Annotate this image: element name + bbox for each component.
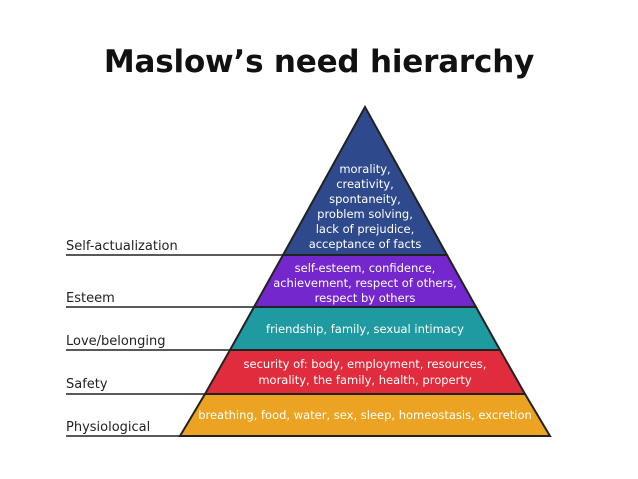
self-actualization-text-5: lack of prejudice, (316, 222, 415, 236)
physiological-text-1: breathing, food, water, sex, sleep, home… (198, 408, 532, 422)
slide-title: Maslow’s need hierarchy (103, 44, 535, 80)
safety-text-2: morality, the family, health, property (258, 373, 472, 387)
label-esteem: Esteem (66, 291, 115, 306)
label-physiological: Physiological (66, 420, 150, 435)
love-belonging-text-1: friendship, family, sexual intimacy (266, 322, 464, 336)
esteem-text-2: achievement, respect of others, (273, 276, 457, 290)
label-love-belonging: Love/belonging (66, 334, 165, 349)
self-actualization-text-1: morality, (339, 162, 390, 176)
self-actualization-text-3: spontaneity, (329, 192, 401, 206)
tier-physiological (178, 393, 552, 437)
safety-text-1: security of: body, employment, resources… (244, 357, 487, 371)
label-safety: Safety (66, 377, 108, 392)
label-self-actualization: Self-actualization (66, 239, 178, 254)
esteem-text-3: respect by others (315, 291, 416, 305)
esteem-text-1: self-esteem, confidence, (295, 261, 436, 275)
self-actualization-text-4: problem solving, (317, 207, 413, 221)
self-actualization-text-2: creativity, (336, 177, 394, 191)
self-actualization-text-6: acceptance of facts (309, 237, 422, 251)
